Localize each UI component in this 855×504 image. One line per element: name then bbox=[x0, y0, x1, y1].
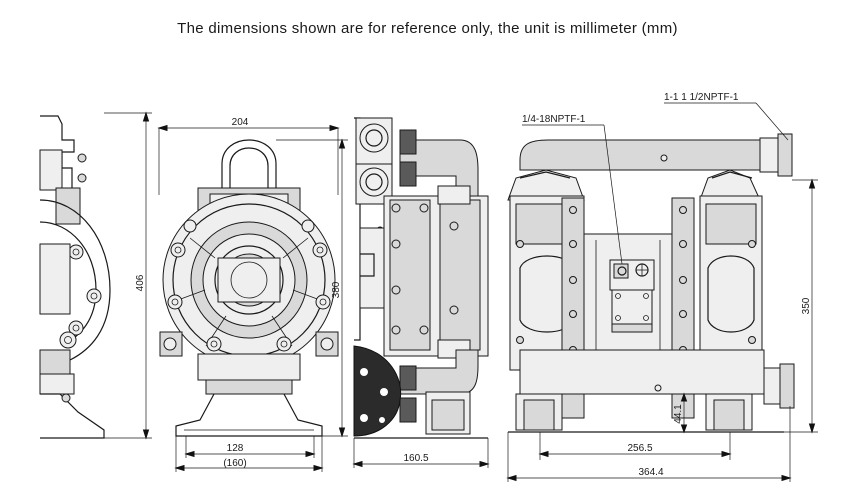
reference-note: The dimensions shown are for reference o… bbox=[177, 20, 678, 37]
dim-160-label: (160) bbox=[223, 458, 246, 469]
dim-364-4-label: 364.4 bbox=[638, 467, 663, 478]
dim-base: 128 (160) bbox=[174, 436, 324, 472]
dim-406-label: 406 bbox=[135, 274, 146, 291]
callout-fluid-port-label: 1-1 1 1/2NPTF-1 bbox=[664, 92, 739, 103]
dim-350: 350 bbox=[784, 178, 818, 434]
left-partial-view bbox=[39, 115, 111, 439]
dim-380: 380 bbox=[276, 138, 348, 438]
dim-44-1: 44.1 bbox=[672, 392, 700, 434]
side-view bbox=[353, 117, 489, 439]
dim-350-label: 350 bbox=[801, 297, 812, 314]
rear-view bbox=[507, 133, 795, 433]
dim-204-label: 204 bbox=[232, 117, 249, 128]
dim-406: 406 bbox=[104, 111, 152, 440]
dim-256-5-label: 256.5 bbox=[627, 443, 652, 454]
front-view bbox=[159, 139, 339, 437]
dim-204: 204 bbox=[157, 117, 340, 195]
dim-128-label: 128 bbox=[227, 443, 244, 454]
callout-air-inlet: 1/4-18NPTF-1 bbox=[522, 114, 623, 265]
callout-air-inlet-label: 1/4-18NPTF-1 bbox=[522, 114, 586, 125]
dim-256-5: 256.5 bbox=[538, 432, 732, 460]
callout-fluid-port: 1-1 1 1/2NPTF-1 bbox=[664, 92, 789, 141]
dim-160-5-label: 160.5 bbox=[403, 453, 428, 464]
dim-380-label: 380 bbox=[331, 281, 342, 298]
dim-160-5: 160.5 bbox=[352, 438, 490, 468]
dim-364-4: 364.4 bbox=[506, 406, 792, 482]
dim-44-1-label: 44.1 bbox=[673, 404, 684, 424]
